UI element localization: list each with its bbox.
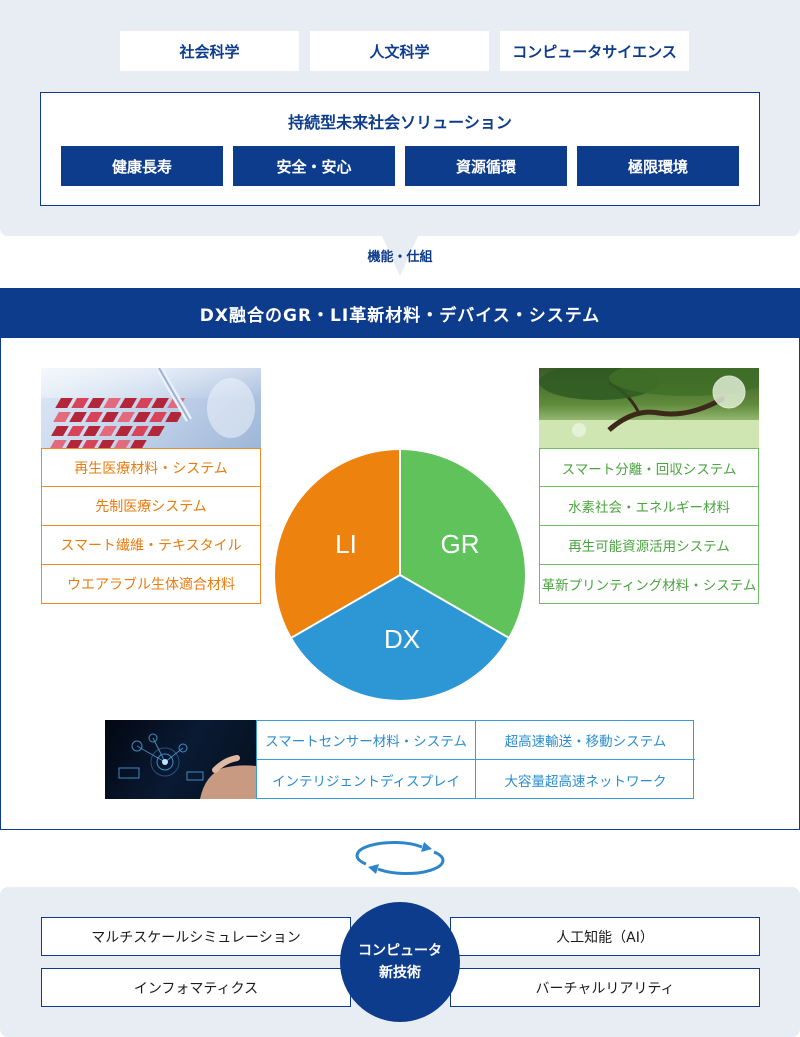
solution-item: 健康長寿 (61, 146, 223, 186)
touch-screen-photo (105, 720, 256, 799)
grid-cell: 超高速輸送・移動システム (476, 721, 695, 760)
list-item: 革新プリンティング材料・システム (539, 565, 759, 604)
list-item: 水素社会・エネルギー材料 (539, 487, 759, 526)
list-item: 再生医療材料・システム (41, 448, 261, 487)
list-item: 再生可能資源活用システム (539, 526, 759, 565)
dx-header: DX融合のGR・LI革新材料・デバイス・システム (0, 288, 800, 338)
list-item: ウエアラブル生体適合材料 (41, 565, 261, 604)
gr-list: スマート分離・回収システム 水素社会・エネルギー材料 再生可能資源活用システム … (539, 448, 759, 604)
pie-label-dx: DX (384, 624, 420, 654)
pie-slice-gr (400, 450, 525, 638)
list-item: スマート繊維・テキスタイル (41, 526, 261, 565)
pie-slice-li (275, 450, 400, 638)
discipline-social-science: 社会科学 (120, 31, 299, 71)
computer-new-tech-circle: コンピュータ 新技術 (340, 902, 460, 1022)
tree-landscape-photo (539, 368, 759, 448)
circle-label-line1: コンピュータ (358, 943, 442, 959)
grid-cell: インテリジェントディスプレイ (257, 760, 476, 799)
list-item: 先制医療システム (41, 487, 261, 526)
discipline-humanities: 人文科学 (310, 31, 489, 71)
solution-item: 資源循環 (405, 146, 567, 186)
tech-ai: 人工知能（AI） (450, 917, 760, 956)
dx-grid: スマートセンサー材料・システム 超高速輸送・移動システム インテリジェントディス… (256, 720, 695, 799)
solutions-box: 持続型未来社会ソリューション 健康長寿 安全・安心 資源循環 極限環境 (40, 92, 760, 206)
pie-label-li: LI (335, 529, 357, 559)
tech-informatics: インフォマティクス (41, 968, 351, 1007)
list-item: スマート分離・回収システム (539, 448, 759, 487)
li-list: 再生医療材料・システム 先制医療システム スマート繊維・テキスタイル ウエアラブ… (41, 448, 261, 604)
cycle-arrows-icon (355, 840, 445, 876)
grid-cell: 大容量超高速ネットワーク (504, 773, 667, 790)
discipline-computer-science: コンピュータサイエンス (500, 31, 689, 71)
domain-pie-chart: LI GR DX (275, 450, 525, 700)
circle-label-line2: 新技術 (379, 965, 421, 981)
solution-item: 極限環境 (577, 146, 739, 186)
pie-slice-dx (291, 575, 509, 700)
pie-label-gr: GR (441, 529, 480, 559)
function-label: 機能・仕組 (367, 250, 433, 265)
solutions-title: 持続型未来社会ソリューション (288, 113, 512, 132)
medical-lab-photo (41, 368, 261, 448)
tech-virtual-reality: バーチャルリアリティ (450, 968, 760, 1007)
down-arrow-icon (382, 236, 418, 276)
tech-multiscale-simulation: マルチスケールシミュレーション (41, 917, 351, 956)
solution-item: 安全・安心 (233, 146, 395, 186)
grid-cell: スマートセンサー材料・システム (257, 721, 476, 760)
